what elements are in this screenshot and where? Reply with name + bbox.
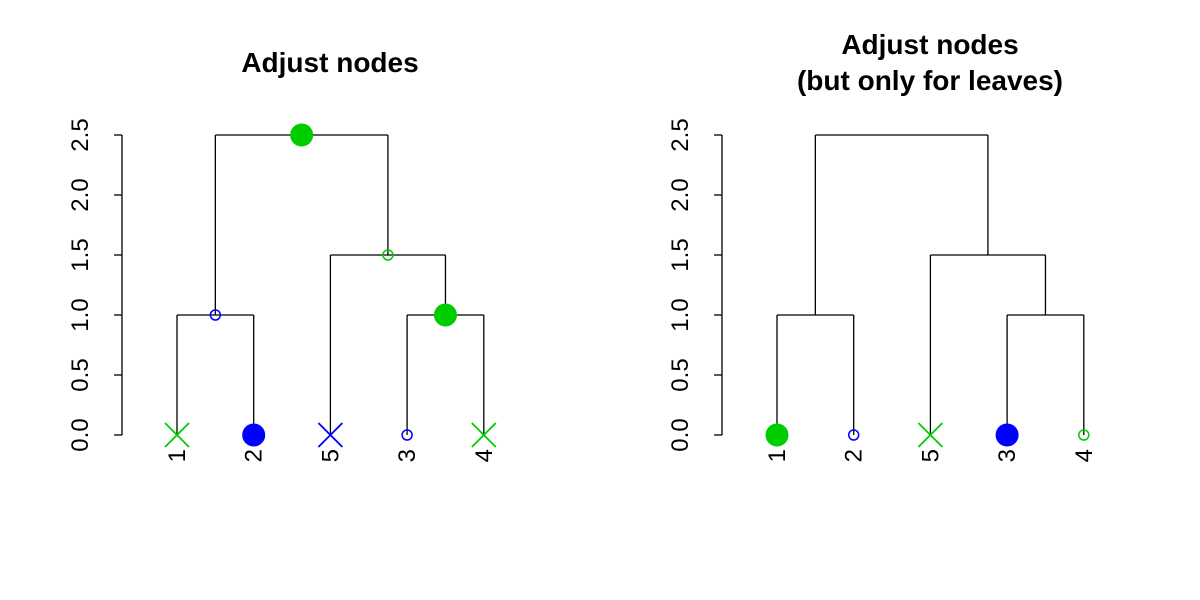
panel-left-leaf-labels: 1 2 5 3 4 xyxy=(164,449,498,462)
leaf-label: 4 xyxy=(471,449,498,462)
node-marker-filled-circle xyxy=(242,423,266,447)
leaf-label: 3 xyxy=(394,449,421,462)
node-marker-open-circle xyxy=(401,429,413,441)
y-tick-label: 2.5 xyxy=(667,118,694,151)
node-marker-cross xyxy=(164,422,190,448)
panel-right-y-axis: 0.0 0.5 1.0 1.5 2.0 2.5 xyxy=(667,118,723,452)
panel-left-node-markers xyxy=(164,123,497,448)
panel-left-title: Adjust nodes xyxy=(241,47,418,78)
node-marker-cross xyxy=(917,422,944,448)
node-marker-filled-circle xyxy=(765,423,789,447)
panel-right: Adjust nodes (but only for leaves) 0.00.… xyxy=(667,29,1098,462)
node-marker-cross xyxy=(317,422,344,448)
y-tick-label: 0.0 xyxy=(667,418,694,451)
panel-right-edges xyxy=(776,134,1085,435)
leaf-label: 5 xyxy=(917,449,944,462)
node-marker-filled-circle xyxy=(290,123,314,147)
y-tick-label: 1.0 xyxy=(67,298,94,331)
panel-right-title: Adjust nodes xyxy=(841,29,1018,60)
node-marker-open-circle xyxy=(1078,429,1090,441)
leaf-label: 5 xyxy=(317,449,344,462)
y-tick-label: 2.5 xyxy=(67,118,94,151)
panel-left: Adjust nodes 0.0 0.5 1.0 1.5 2.0 2.5 1 2 5 3 4 xyxy=(67,47,498,462)
y-tick-label: 1.5 xyxy=(667,238,694,271)
node-marker-open-circle xyxy=(847,429,860,441)
y-tick-label: 0.0 xyxy=(67,418,94,451)
y-tick-label: 2.0 xyxy=(667,178,694,211)
leaf-label: 2 xyxy=(841,449,868,462)
y-tick-label: 2.0 xyxy=(67,178,94,211)
panel-left-edges xyxy=(176,134,485,435)
node-marker-cross xyxy=(471,422,497,448)
node-marker-open-circle xyxy=(382,249,394,261)
y-tick-label: 0.5 xyxy=(67,358,94,391)
leaf-label: 1 xyxy=(764,449,791,462)
leaf-label: 1 xyxy=(164,449,191,462)
panel-right-subtitle: (but only for leaves) xyxy=(797,65,1063,96)
y-tick-label: 1.0 xyxy=(667,298,694,331)
panel-left-y-axis: 0.0 0.5 1.0 1.5 2.0 2.5 xyxy=(67,118,123,452)
node-marker-open-circle xyxy=(209,309,222,321)
node-marker-filled-circle xyxy=(995,423,1019,447)
y-tick-label: 0.5 xyxy=(667,358,694,391)
leaf-label: 2 xyxy=(241,449,268,462)
leaf-label: 3 xyxy=(994,449,1021,462)
panel-right-node-markers xyxy=(765,422,1090,448)
y-tick-label: 1.5 xyxy=(67,238,94,271)
node-marker-filled-circle xyxy=(433,303,457,327)
leaf-label: 4 xyxy=(1071,449,1098,462)
panel-right-leaf-labels: 1 2 5 3 4 xyxy=(764,449,1098,462)
